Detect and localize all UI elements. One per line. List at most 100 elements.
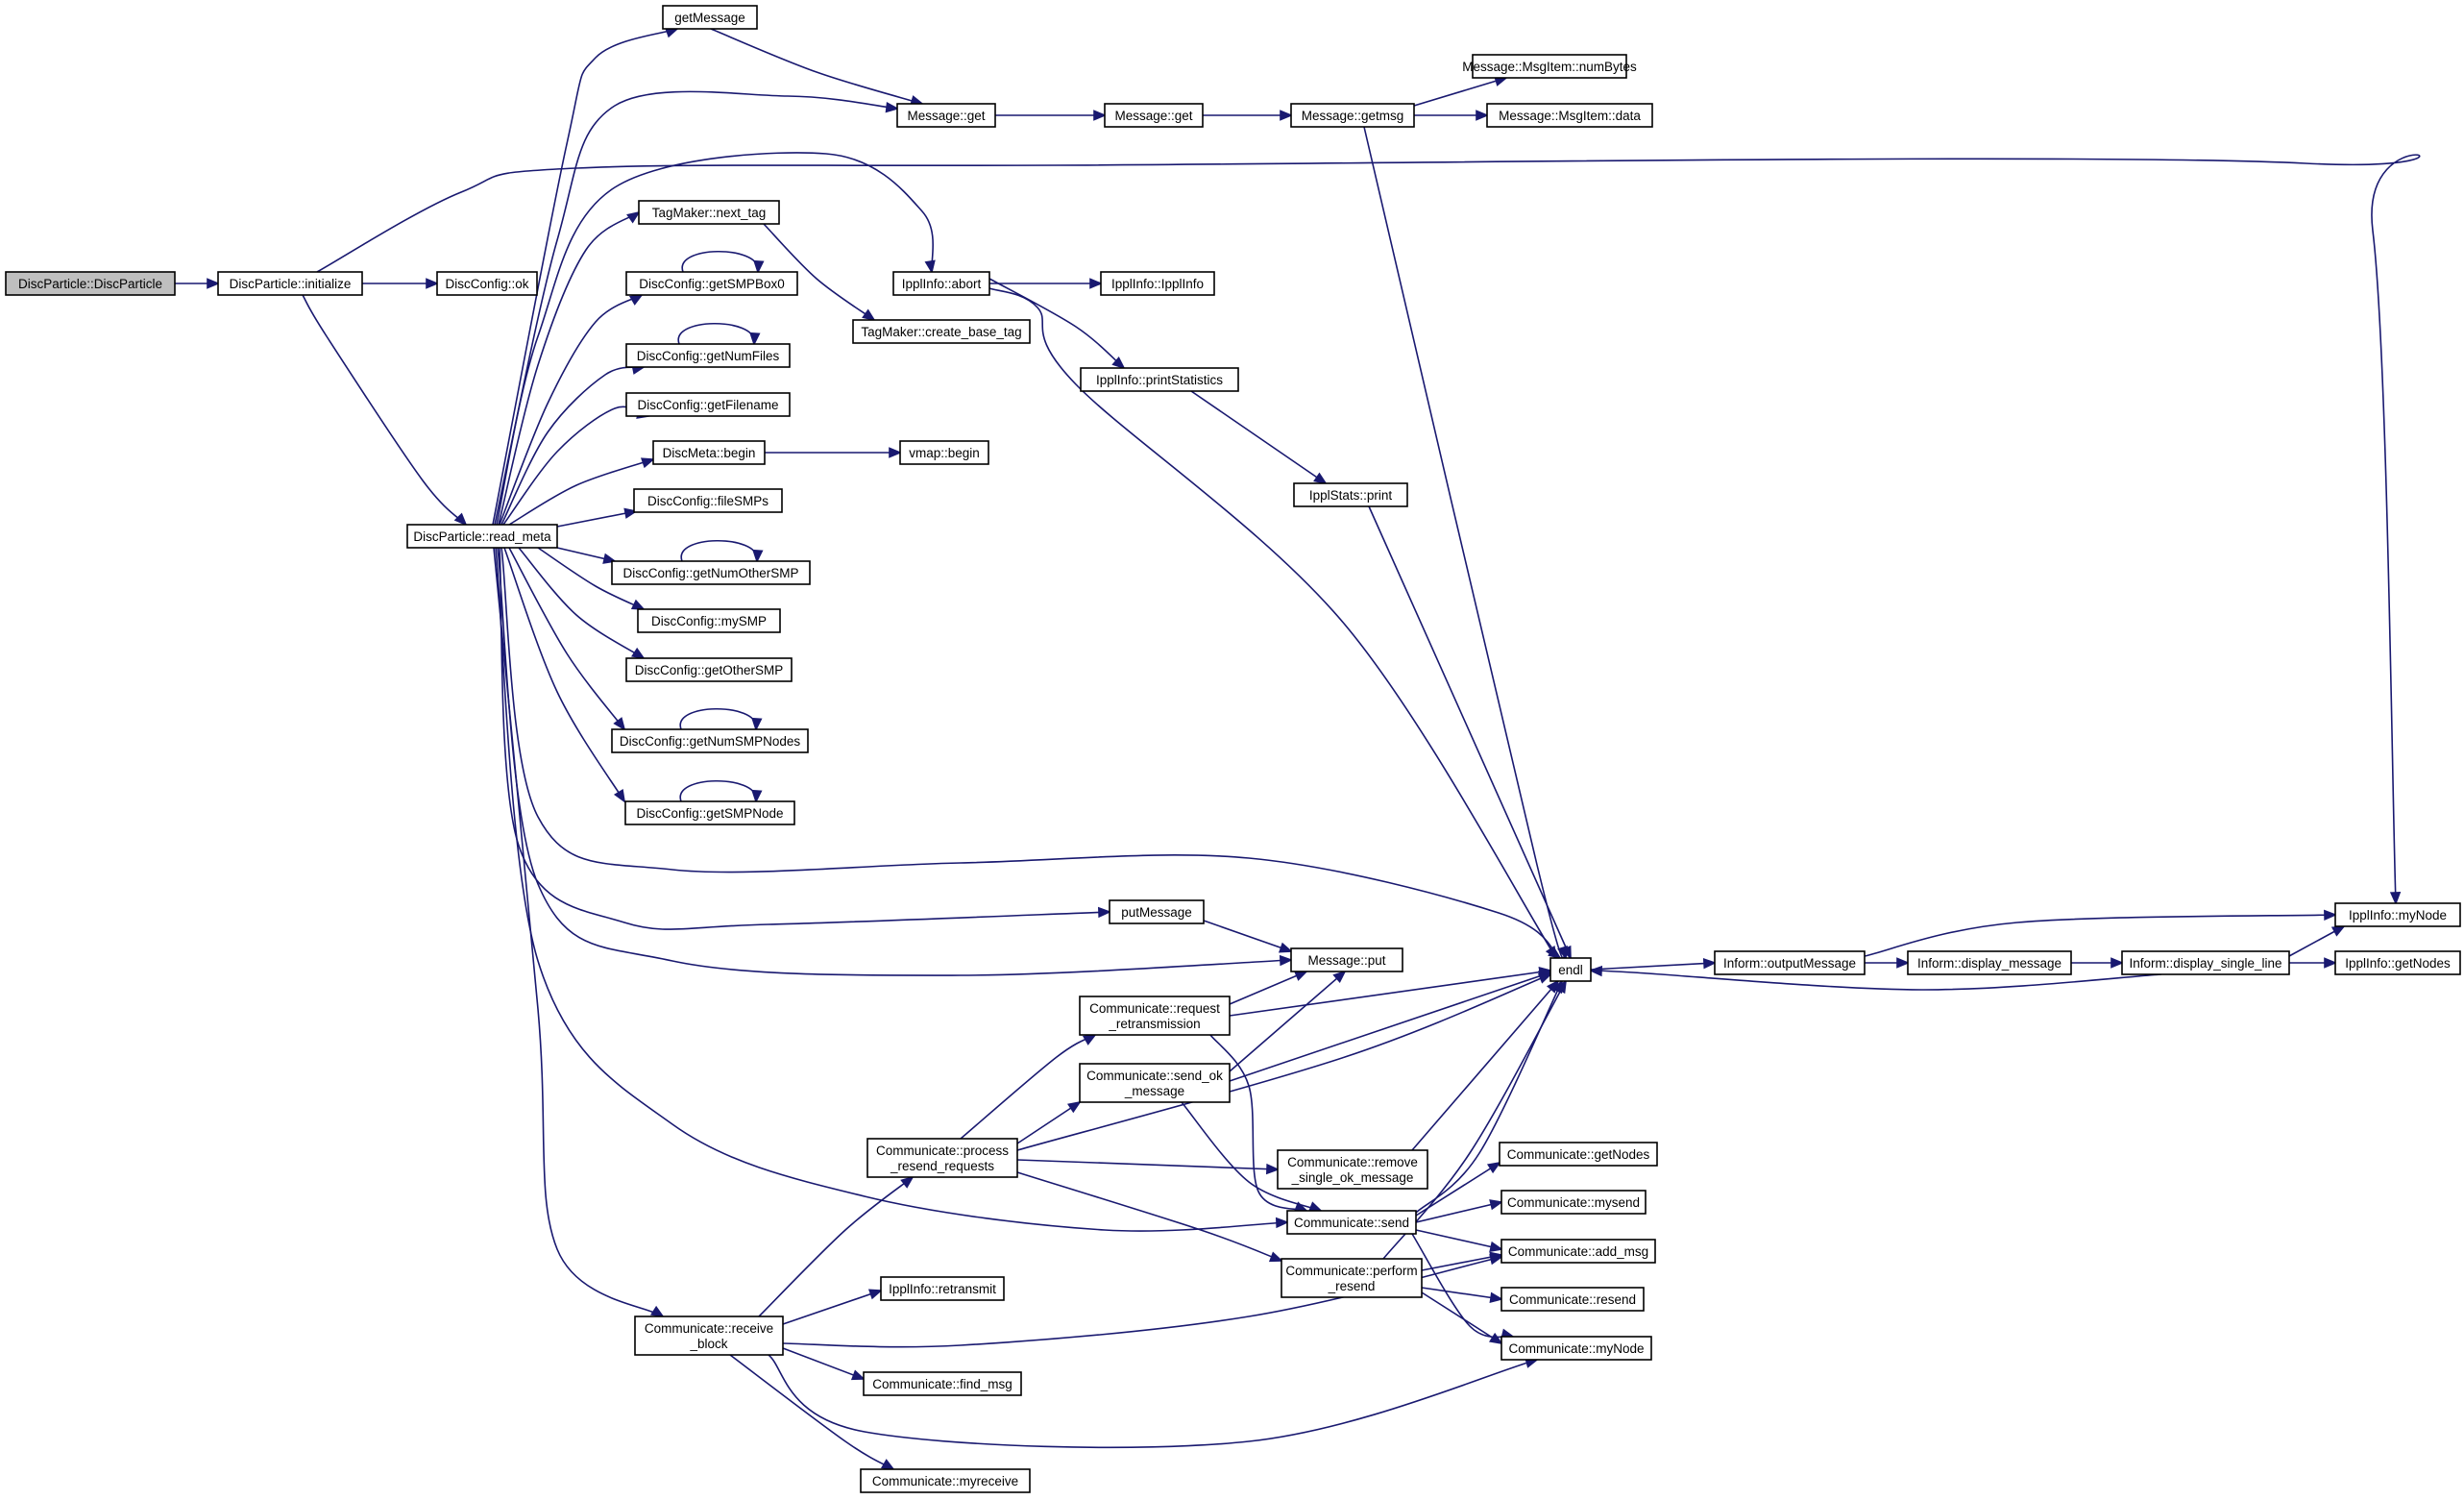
node-getmsg[interactable]: Message::getmsg (1290, 103, 1415, 128)
edge-comm_send-to-mysend (1415, 1199, 1504, 1223)
node-msg_get1[interactable]: Message::get (896, 103, 996, 128)
edge-receive_block-to-myreceive-arrowhead (880, 1459, 895, 1471)
node-display_single_line[interactable]: Inform::display_single_line (2121, 950, 2290, 975)
node-label: DiscParticle::initialize (230, 277, 352, 291)
node-box (2121, 950, 2290, 975)
node-getSMPNode[interactable]: DiscConfig::getSMPNode (624, 800, 795, 825)
node-getNumFiles[interactable]: DiscConfig::getNumFiles (625, 343, 791, 368)
node-getSMPBox0[interactable]: DiscConfig::getSMPBox0 (625, 271, 798, 296)
edge-line (1229, 971, 1307, 1005)
node-ippl_getNodes[interactable]: IpplInfo::getNodes (2334, 950, 2461, 975)
node-box (1286, 1210, 1417, 1235)
node-box (1293, 482, 1408, 507)
edge-read_meta-to-abort (496, 152, 936, 526)
edge-line (1415, 1201, 1502, 1223)
node-mysend[interactable]: Communicate::mysend (1500, 1190, 1647, 1215)
edge-display_message-to-display_single_line-arrowhead (2110, 957, 2125, 969)
node-initialize[interactable]: DiscParticle::initialize (217, 271, 363, 296)
node-perform_resend[interactable]: Communicate::perform_resend (1281, 1258, 1423, 1298)
edge-line (503, 547, 625, 802)
edge-read_meta-to-getNumSMPNodes-arrowhead (613, 717, 626, 731)
node-ippl_myNode[interactable]: IpplInfo::myNode (2334, 902, 2461, 927)
node-msg_put[interactable]: Message::put (1290, 947, 1403, 972)
node-comm_myNode[interactable]: Communicate::myNode (1500, 1336, 1652, 1361)
edge-getmsg-to-msgdata (1414, 110, 1490, 121)
edge-request_retransmission-to-endl (1229, 967, 1553, 1017)
node-retransmit[interactable]: IpplInfo::retransmit (880, 1276, 1005, 1301)
node-label: _retransmission (1108, 1017, 1200, 1031)
node-stats_print[interactable]: IpplStats::print (1293, 482, 1408, 507)
node-label: Inform::outputMessage (1723, 956, 1856, 971)
edge-line (496, 152, 934, 526)
edge-initialize-to-ok-arrowhead (426, 278, 440, 289)
edge-read_meta-to-getFilename (502, 406, 651, 526)
node-msgdata[interactable]: Message::MsgItem::data (1486, 103, 1653, 128)
node-myreceive[interactable]: Communicate::myreceive (860, 1468, 1031, 1493)
node-label: _block (689, 1337, 727, 1351)
self-loop-getSMPBox0-arrowhead (753, 259, 765, 275)
edge-putMessage-to-msg_put (1203, 920, 1293, 953)
node-box (1499, 1142, 1658, 1167)
node-label: DiscMeta::begin (663, 446, 756, 460)
node-abort[interactable]: IpplInfo::abort (892, 271, 990, 296)
node-remove_single_ok[interactable]: Communicate::remove_single_ok_message (1277, 1149, 1428, 1190)
node-root[interactable]: DiscParticle::DiscParticle (5, 271, 176, 296)
node-ok[interactable]: DiscConfig::ok (436, 271, 538, 296)
node-getNumOtherSMP[interactable]: DiscConfig::getNumOtherSMP (611, 560, 811, 585)
node-box (624, 800, 795, 825)
edge-line (758, 1176, 914, 1317)
edge-line (499, 294, 643, 526)
node-box (896, 103, 996, 128)
edge-read_meta-to-comm_send (495, 547, 1290, 1232)
node-printStatistics[interactable]: IpplInfo::printStatistics (1080, 367, 1239, 392)
node-mySMP[interactable]: DiscConfig::mySMP (637, 608, 781, 633)
node-comm_getNodes[interactable]: Communicate::getNodes (1499, 1142, 1658, 1167)
node-next_tag[interactable]: TagMaker::next_tag (638, 200, 780, 225)
node-getOtherSMP[interactable]: DiscConfig::getOtherSMP (625, 657, 793, 682)
node-process_resend[interactable]: Communicate::process_resend_requests (866, 1138, 1018, 1178)
node-getFilename[interactable]: DiscConfig::getFilename (625, 392, 791, 417)
edge-perform_resend-to-resend-arrowhead (1489, 1291, 1504, 1303)
edge-perform_resend-to-endl-arrowhead (1555, 979, 1568, 995)
node-getNumSMPNodes[interactable]: DiscConfig::getNumSMPNodes (611, 728, 809, 753)
node-endl[interactable]: endl (1549, 957, 1592, 982)
node-box (634, 1316, 784, 1356)
node-read_meta[interactable]: DiscParticle::read_meta (406, 524, 558, 549)
edge-line (494, 90, 898, 526)
node-resend[interactable]: Communicate::resend (1500, 1287, 1645, 1312)
node-msg_get2[interactable]: Message::get (1104, 103, 1204, 128)
edge-next_tag-to-create_base_tag (763, 223, 876, 322)
node-label: DiscConfig::mySMP (651, 614, 767, 628)
node-find_msg[interactable]: Communicate::find_msg (863, 1371, 1022, 1396)
node-create_base_tag[interactable]: TagMaker::create_base_tag (852, 319, 1031, 344)
node-label: DiscConfig::getNumOtherSMP (622, 566, 798, 580)
node-send_ok_message[interactable]: Communicate::send_ok_message (1079, 1063, 1231, 1103)
edge-read_meta-to-fileSMPs (556, 507, 639, 528)
node-outputMessage[interactable]: Inform::outputMessage (1714, 950, 1866, 975)
edge-read_meta-to-putMessage (499, 547, 1112, 930)
edge-line (782, 1347, 865, 1380)
node-ipplinfo_ctor[interactable]: IpplInfo::IpplInfo (1100, 271, 1215, 296)
edge-line (1209, 1034, 1307, 1212)
node-getMessage[interactable]: getMessage (662, 5, 758, 30)
node-box (1907, 950, 2072, 975)
edge-read_meta-to-mySMP-arrowhead (630, 599, 646, 610)
node-receive_block[interactable]: Communicate::receive_block (634, 1316, 784, 1356)
node-display_message[interactable]: Inform::display_message (1907, 950, 2072, 975)
node-putMessage[interactable]: putMessage (1109, 899, 1205, 924)
node-box (611, 560, 811, 585)
node-comm_send[interactable]: Communicate::send (1286, 1210, 1417, 1235)
node-label: _resend (1328, 1279, 1376, 1293)
node-add_msg[interactable]: Communicate::add_msg (1500, 1239, 1656, 1264)
node-request_retransmission[interactable]: Communicate::request_retransmission (1079, 996, 1231, 1036)
edge-line (537, 547, 645, 610)
edge-read_meta-to-getNumSMPNodes (508, 547, 626, 731)
node-vmap_begin[interactable]: vmap::begin (899, 440, 989, 465)
node-fileSMPs[interactable]: DiscConfig::fileSMPs (633, 488, 783, 513)
edge-receive_block-to-myreceive (729, 1354, 895, 1471)
node-numBytes[interactable]: Message::MsgItem::numBytes (1462, 54, 1637, 79)
edge-line (1229, 970, 1551, 1017)
edge-putMessage-to-msg_put-arrowhead (1278, 942, 1293, 953)
node-meta_begin[interactable]: DiscMeta::begin (652, 440, 766, 465)
